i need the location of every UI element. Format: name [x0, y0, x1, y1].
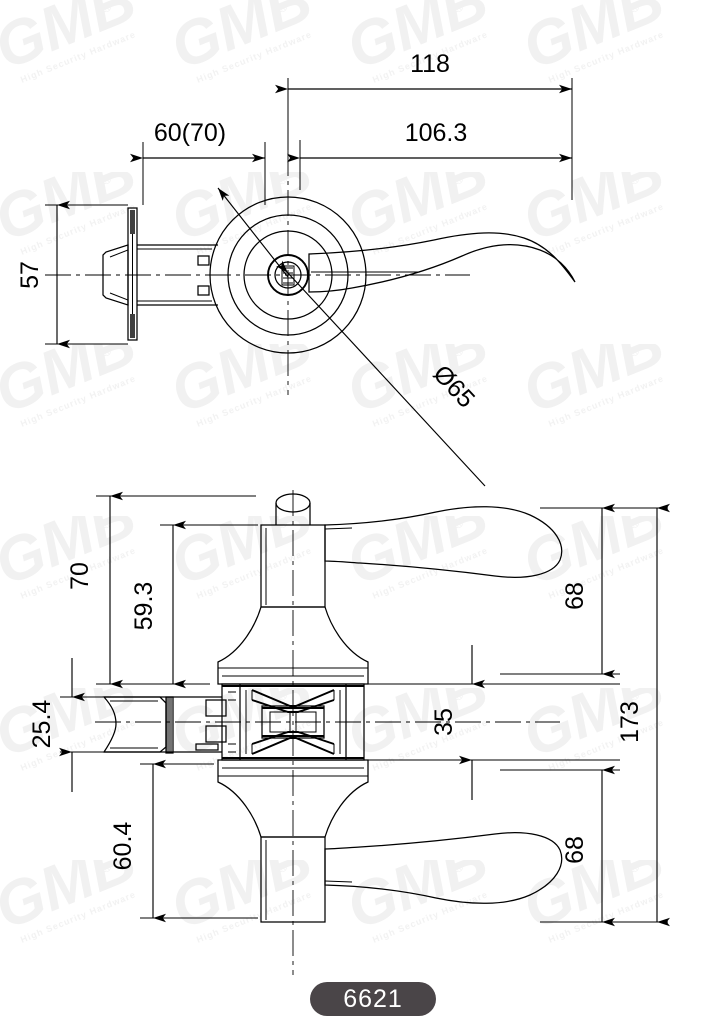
dim-106-3-label: 106.3 — [405, 119, 468, 147]
lower-neck — [260, 836, 326, 923]
dim-25-4-label: 25.4 — [28, 700, 56, 749]
model-number-text: 6621 — [343, 984, 403, 1013]
dim-60-70-label: 60(70) — [154, 119, 226, 147]
dim-57: 57 — [16, 200, 128, 349]
lock-body-section — [205, 683, 365, 761]
dim-60-70: 60(70) — [130, 119, 266, 205]
dim-68-bottom: 68 — [500, 765, 668, 927]
dim-118-label: 118 — [410, 50, 450, 78]
dim-59-3-label: 59.3 — [130, 582, 158, 631]
dim-68-top: 68 — [500, 503, 668, 679]
latch-assembly — [102, 207, 218, 341]
rosette-circles — [209, 196, 367, 354]
top-view: 118 106.3 60(70) 57 — [16, 50, 576, 487]
dim-70-label: 70 — [66, 562, 94, 590]
dim-25-4: 25.4 — [28, 658, 150, 792]
latch-body-side-view — [102, 696, 222, 754]
upper-spindle — [275, 493, 311, 525]
dim-dia-65-label: Ø65 — [427, 360, 480, 414]
lower-lever — [324, 832, 563, 904]
lever-handle-top-view — [308, 232, 576, 293]
dim-68-top-label: 68 — [561, 582, 589, 610]
dim-57-label: 57 — [16, 261, 44, 289]
dim-173: 173 — [616, 503, 670, 927]
dim-60-4-label: 60.4 — [109, 822, 137, 871]
dim-118: 118 — [275, 50, 573, 200]
dim-106-3: 106.3 — [287, 119, 572, 190]
upper-lever — [324, 506, 563, 578]
dim-68-bottom-label: 68 — [561, 836, 589, 864]
dim-70: 70 — [66, 491, 256, 689]
model-number-badge: 6621 — [310, 982, 436, 1016]
dim-35: 35 — [360, 645, 620, 800]
dim-35-label: 35 — [430, 708, 458, 736]
dim-60-4: 60.4 — [109, 759, 258, 923]
side-view: 70 59.3 25.4 60.4 — [28, 490, 670, 975]
dim-173-label: 173 — [616, 701, 644, 743]
dim-59-3: 59.3 — [130, 520, 258, 689]
dim-dia-65: Ø65 — [217, 187, 486, 487]
